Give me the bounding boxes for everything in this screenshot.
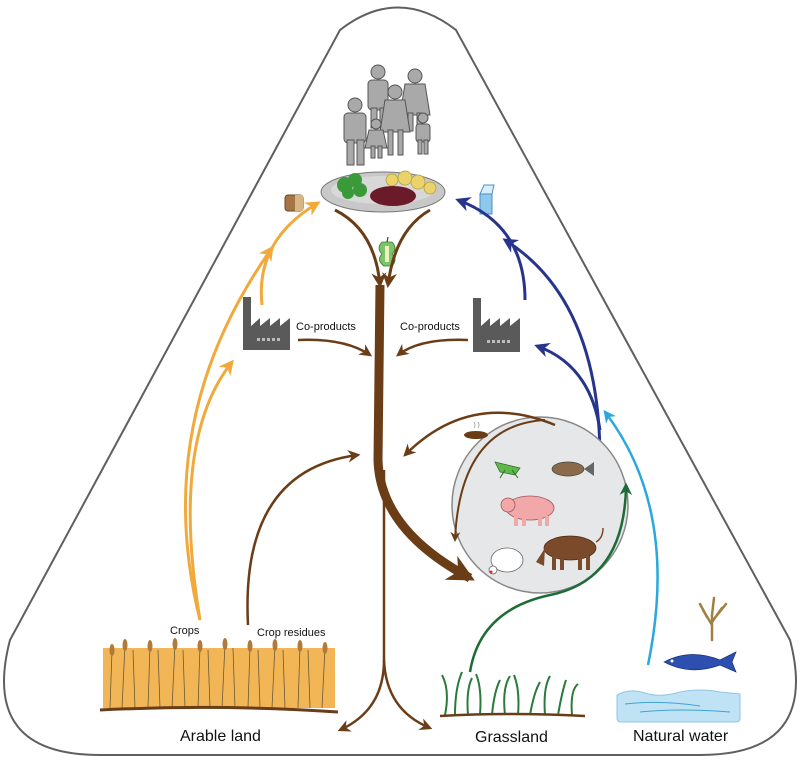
trunk-to-grassland-flow: [382, 659, 433, 730]
arable-land-label: Arable land: [180, 728, 261, 745]
factory-left-icon: [243, 297, 290, 350]
pig-icon: [500, 495, 555, 526]
water-icon: [616, 689, 741, 723]
manure-icon: [464, 421, 488, 439]
manure-flow: [403, 411, 556, 457]
milk-carton-icon: [479, 184, 495, 215]
family-icon: [343, 64, 431, 166]
grasshopper-icon: [494, 461, 521, 479]
coproducts-right-label: Co-products: [400, 321, 460, 333]
chicken-icon: [488, 547, 524, 575]
food-waste-flows: [334, 208, 431, 288]
grassland-flow: [468, 482, 633, 673]
crops-label: Crops: [170, 625, 200, 637]
grassland-label: Grassland: [475, 729, 548, 746]
crop-residues-label: Crop residues: [257, 627, 326, 639]
coproducts-left-label: Co-products: [296, 321, 356, 333]
grass-icon: [439, 671, 586, 718]
bread-icon: [284, 194, 304, 212]
natural-water-flow: [603, 410, 659, 666]
main-trunk-flow: [373, 284, 475, 582]
crop-residues-flow: [246, 450, 361, 626]
trunk-down-flow: [337, 470, 386, 732]
crop-flows: [183, 201, 321, 621]
coproducts-left-flow: [297, 338, 373, 357]
triangle-outline: [3, 6, 797, 756]
plate-icon: [320, 170, 446, 213]
factory-right-icon: [473, 298, 520, 352]
tuna-icon: [663, 651, 737, 673]
cow-icon: [536, 527, 604, 570]
natural-water-label: Natural water: [633, 728, 729, 745]
wheat-field-icon: [99, 638, 339, 714]
manure-cycle-flow: [450, 419, 546, 542]
seaweed-icon: [698, 596, 728, 642]
coproducts-right-flow: [396, 338, 469, 357]
fish-icon: [551, 461, 594, 477]
animal-product-flows: [455, 197, 602, 461]
